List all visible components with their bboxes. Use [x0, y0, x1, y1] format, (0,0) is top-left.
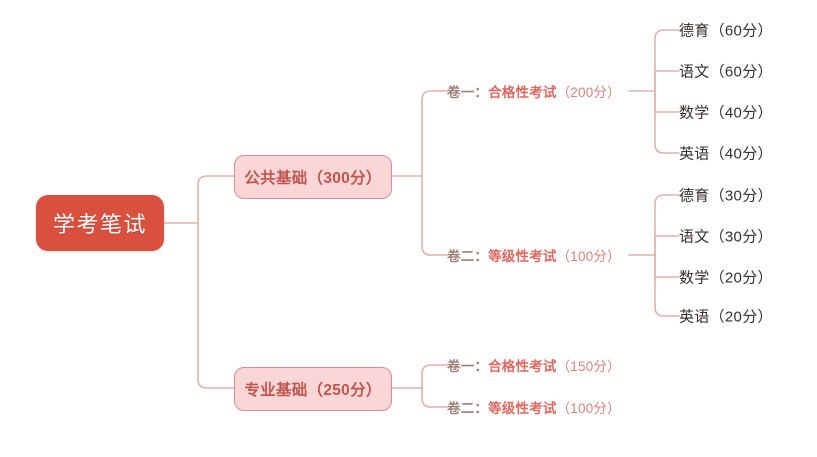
- paper-name: 合格性考试: [488, 359, 557, 374]
- paper-label-major-basis-paper-1[interactable]: 卷一：合格性考试（150分）: [447, 355, 621, 375]
- leaf-subject-score: （30分）: [709, 187, 773, 205]
- wire-a1-leaf-1: [654, 29, 680, 92]
- wire-major-basis-to-paper-b2: [421, 387, 448, 408]
- wire-public-basis-to-paper-a2: [421, 175, 448, 256]
- wire-public-basis-to-paper-a1: [421, 90, 448, 177]
- wire-root-to-public-basis: [197, 175, 235, 224]
- wire-root-to-major-basis: [197, 222, 235, 389]
- leaf-label[interactable]: 语文（30分）: [679, 226, 773, 247]
- paper-score: （200分）: [556, 85, 621, 100]
- wire-a2-leaf-4: [654, 254, 680, 317]
- leaf-subject-name: 数学: [679, 104, 710, 122]
- wire-a2-leaf-2: [654, 235, 680, 256]
- leaf-subject-score: （60分）: [709, 63, 773, 81]
- leaf-subject-score: （30分）: [709, 228, 773, 246]
- leaf-label[interactable]: 英语（40分）: [679, 143, 773, 164]
- leaf-subject-score: （20分）: [709, 269, 773, 287]
- leaf-label[interactable]: 数学（20分）: [679, 267, 773, 288]
- leaf-label[interactable]: 语文（60分）: [679, 61, 773, 82]
- paper-score: （150分）: [556, 359, 621, 374]
- wire-a2-leaf-1: [654, 194, 680, 256]
- branch-node-label: 专业基础（250分）: [244, 382, 382, 399]
- paper-prefix: 卷二：: [447, 249, 489, 264]
- leaf-subject-name: 语文: [679, 228, 710, 246]
- paper-name: 等级性考试: [488, 249, 557, 264]
- leaf-label[interactable]: 数学（40分）: [679, 102, 773, 123]
- paper-prefix: 卷二：: [447, 401, 489, 416]
- leaf-subject-name: 英语: [679, 308, 710, 326]
- leaf-subject-name: 数学: [679, 269, 710, 287]
- leaf-subject-name: 语文: [679, 63, 710, 81]
- paper-prefix: 卷一：: [447, 359, 489, 374]
- leaf-label[interactable]: 英语（20分）: [679, 306, 773, 327]
- leaf-subject-score: （40分）: [709, 145, 773, 163]
- branch-node-major-basis[interactable]: 专业基础（250分）: [234, 367, 392, 411]
- branch-node-label: 公共基础（300分）: [244, 170, 382, 187]
- paper-name: 等级性考试: [488, 401, 557, 416]
- leaf-subject-score: （40分）: [709, 104, 773, 122]
- leaf-subject-score: （60分）: [709, 22, 773, 40]
- paper-label-public-basis-paper-2[interactable]: 卷二：等级性考试（100分）: [447, 245, 621, 265]
- root-node-label: 学考笔试: [52, 212, 147, 237]
- leaf-subject-score: （20分）: [709, 308, 773, 326]
- leaf-subject-name: 德育: [679, 22, 710, 40]
- wire-a2-leaf-3: [654, 254, 680, 278]
- leaf-subject-name: 德育: [679, 187, 710, 205]
- paper-label-major-basis-paper-2[interactable]: 卷二：等级性考试（100分）: [447, 397, 621, 417]
- wire-a1-leaf-4: [654, 90, 680, 154]
- paper-name: 合格性考试: [488, 85, 557, 100]
- leaf-label[interactable]: 德育（60分）: [679, 20, 773, 41]
- wire-a1-leaf-2: [654, 70, 680, 92]
- branch-node-public-basis[interactable]: 公共基础（300分）: [234, 155, 392, 199]
- wire-major-basis-to-paper-b1: [421, 364, 448, 389]
- paper-score: （100分）: [556, 249, 621, 264]
- paper-score: （100分）: [556, 401, 621, 416]
- wire-a1-leaf-3: [654, 90, 680, 113]
- leaf-label[interactable]: 德育（30分）: [679, 185, 773, 206]
- leaf-subject-name: 英语: [679, 145, 710, 163]
- root-node[interactable]: 学考笔试: [36, 195, 164, 251]
- paper-prefix: 卷一：: [447, 85, 489, 100]
- paper-label-public-basis-paper-1[interactable]: 卷一：合格性考试（200分）: [447, 81, 621, 101]
